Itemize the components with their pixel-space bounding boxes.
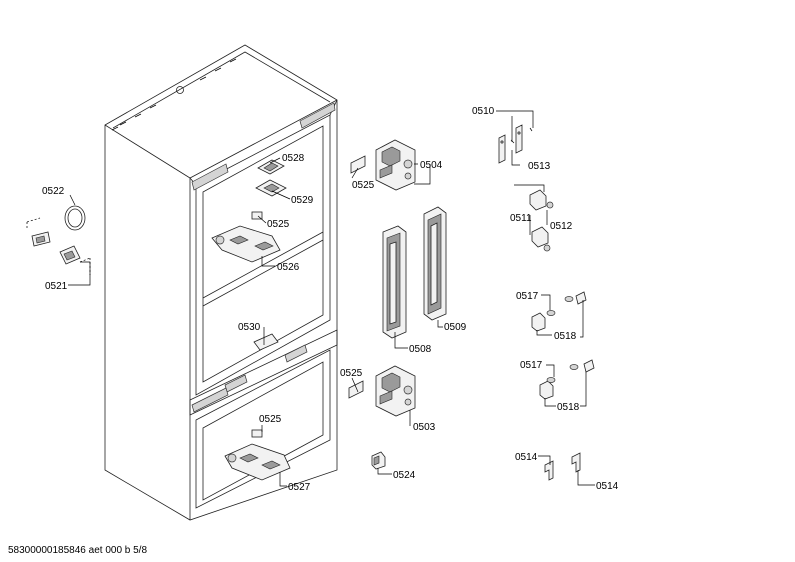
refrigerator-cabinet bbox=[104, 44, 338, 521]
label-0525-upper: 0525 bbox=[267, 219, 290, 230]
label-0524: 0524 bbox=[393, 470, 416, 481]
label-0512: 0512 bbox=[550, 221, 573, 232]
label-0528: 0528 bbox=[282, 153, 305, 164]
document-footer: 58300000185846 aet 000 b 5/8 bbox=[8, 545, 147, 556]
label-0513: 0513 bbox=[528, 161, 551, 172]
hinge-0529-part bbox=[255, 179, 287, 197]
pad-0525-d-part bbox=[348, 380, 364, 399]
label-0504: 0504 bbox=[420, 160, 443, 171]
label-0529: 0529 bbox=[291, 195, 314, 206]
hinge-0527-part bbox=[224, 443, 291, 481]
brackets-0514-part bbox=[544, 452, 581, 481]
label-0518-b: 0518 bbox=[557, 402, 580, 413]
label-0527: 0527 bbox=[288, 482, 311, 493]
hinge-0503-part bbox=[375, 365, 416, 417]
label-0509: 0509 bbox=[444, 322, 467, 333]
label-0521: 0521 bbox=[45, 281, 68, 292]
label-0525-c: 0525 bbox=[352, 180, 375, 191]
ring-0522-part bbox=[64, 205, 86, 231]
label-0514-b: 0514 bbox=[596, 481, 619, 492]
handle-0509-part bbox=[423, 206, 447, 321]
label-0510: 0510 bbox=[472, 106, 495, 117]
label-0503: 0503 bbox=[413, 422, 436, 433]
clip-0524-part bbox=[371, 451, 386, 470]
label-0530: 0530 bbox=[238, 322, 261, 333]
handle-0508-part bbox=[382, 225, 407, 339]
plates-0510-0513-part bbox=[498, 124, 533, 164]
pad-0525-upper-part bbox=[251, 211, 263, 220]
hinge-0526-part bbox=[211, 225, 281, 263]
bracket-0521-part bbox=[26, 217, 91, 275]
label-0525-lower: 0525 bbox=[259, 414, 282, 425]
label-0522: 0522 bbox=[42, 186, 65, 197]
hinge-0517-0518-a-part bbox=[531, 291, 587, 332]
leader-lines bbox=[68, 110, 595, 487]
label-0514-a: 0514 bbox=[515, 452, 538, 463]
hinge-0528-part bbox=[257, 159, 285, 175]
label-0525-d: 0525 bbox=[340, 368, 363, 379]
hinge-0517-0518-b-part bbox=[539, 359, 595, 400]
hinge-0504-part bbox=[375, 139, 416, 191]
hinge-0530-part bbox=[253, 333, 279, 351]
pad-0525-lower-part bbox=[251, 429, 263, 438]
label-0526: 0526 bbox=[277, 262, 300, 273]
label-0508: 0508 bbox=[409, 344, 432, 355]
label-0517-b: 0517 bbox=[520, 360, 543, 371]
brackets-0511-0512-part bbox=[529, 189, 554, 252]
label-0518-a: 0518 bbox=[554, 331, 577, 342]
label-0511: 0511 bbox=[510, 213, 532, 224]
label-0517-a: 0517 bbox=[516, 291, 539, 302]
part-labels: 0528 0529 0525 0526 0530 0527 0525 0522 … bbox=[42, 106, 619, 493]
pad-0525-c-part bbox=[350, 155, 366, 174]
